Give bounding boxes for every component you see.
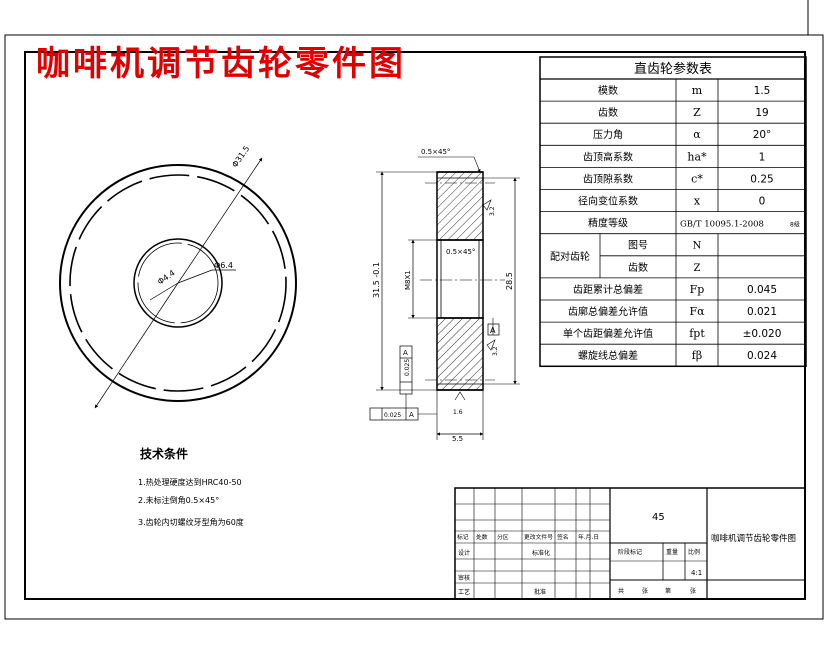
tech-conditions: 技术条件 1.热处理硬度达到HRC40-50 2.未标注倒角0.5×45° 3.… <box>138 446 244 527</box>
dim-outer-dia: Φ31.5 <box>230 144 251 169</box>
param-symbol: GB/T 10095.1-2008 <box>680 220 764 230</box>
tech-item-3: 3.齿轮内切螺纹牙型角为60度 <box>138 517 244 527</box>
mid-label-scale: 比例 <box>688 548 700 556</box>
roughness-a: 3.2 <box>489 206 496 216</box>
param-label: 齿顶隙系数 <box>583 172 633 185</box>
side-view: 31.5 -0.1 M8X1 28.5 5.5 0.5×45° 0.5×45° … <box>369 148 520 443</box>
param-symbol: Z <box>693 106 701 119</box>
dim-top-chamfer: 0.5×45° <box>421 148 450 156</box>
param-label: 配对齿轮 <box>550 250 590 263</box>
drawing-title: 咖啡机调节齿轮零件图 <box>36 44 406 84</box>
dim-inner-chamfer: 0.5×45° <box>446 248 475 256</box>
dim-face-width: 5.5 <box>452 435 463 443</box>
roughness-b: 3.2 <box>492 346 499 356</box>
thread-circle <box>137 242 219 324</box>
param-symbol: c* <box>691 172 703 185</box>
param-label: 压力角 <box>593 128 623 141</box>
sheet-no: 第 <box>665 587 671 595</box>
param-symbol: ha* <box>687 150 707 163</box>
param-value: 8级 <box>790 221 800 229</box>
left-label: 审核 <box>458 574 470 582</box>
param-label: 精度等级 <box>588 217 628 230</box>
roughness-c: 1.6 <box>453 409 463 416</box>
param-sub-symbol: Z <box>694 263 701 274</box>
inner-border <box>24 51 806 600</box>
param-sub-label: 图号 <box>628 240 648 252</box>
param-value: 1 <box>759 151 766 163</box>
tech-item-2: 2.未标注倒角0.5×45° <box>138 495 219 505</box>
perp-datum: A <box>409 411 414 419</box>
left-label: 工艺 <box>458 588 470 596</box>
runout-tolerance: 0.025 <box>404 359 411 376</box>
param-value: ±0.020 <box>743 328 782 340</box>
param-symbol: m <box>692 84 703 97</box>
param-sub-symbol: N <box>693 241 702 252</box>
dim-bore-dia: Φ6.4 <box>214 261 233 270</box>
header-label: 签名 <box>557 533 569 541</box>
param-symbol: Fα <box>689 305 705 318</box>
param-value: 0.045 <box>747 284 777 296</box>
param-label: 齿距累计总偏差 <box>573 283 643 296</box>
param-symbol: Fp <box>690 283 705 296</box>
param-sub-label: 齿数 <box>628 261 648 274</box>
header-label: 标记 <box>457 533 469 541</box>
left-label: 批准 <box>534 588 546 596</box>
header-label: 更改文件号 <box>524 533 553 541</box>
bore-circle <box>133 238 223 328</box>
param-symbol: x <box>694 195 701 208</box>
mid-label-weight: 重量 <box>666 548 678 556</box>
dim-bore: M8X1 <box>404 270 412 290</box>
addendum-circle <box>59 164 297 402</box>
dim-thread-dia: Φ4.4 <box>156 268 177 286</box>
sheet-unit-2: 张 <box>690 587 696 595</box>
param-symbol: α <box>693 128 701 141</box>
param-value: 1.5 <box>754 85 771 97</box>
param-table-heading: 直齿轮参数表 <box>634 61 712 77</box>
tech-heading: 技术条件 <box>140 446 188 461</box>
sheet-unit-1: 张 <box>642 587 648 595</box>
param-symbol: fβ <box>692 349 702 362</box>
runout-datum: A <box>403 349 408 357</box>
left-label: 标准化 <box>532 549 550 557</box>
scale-cell: 4:1 <box>691 569 702 577</box>
left-label: 设计 <box>458 549 470 557</box>
mid-label-stage: 阶段标记 <box>618 548 642 556</box>
param-symbol: fpt <box>689 327 705 340</box>
drawing-name-cell: 咖啡机调节齿轮零件图 <box>711 533 796 544</box>
parameter-table: 直齿轮参数表 m 1.5 模数 Z 19 齿数 α 20° 压力角 ha* 1 齿顶高系数 c* 0.25 齿… <box>539 56 807 368</box>
param-label: 单个齿距偏差允许值 <box>563 327 653 340</box>
tech-item-1: 1.热处理硬度达到HRC40-50 <box>138 477 242 487</box>
param-label: 齿数 <box>598 106 618 119</box>
param-value: 19 <box>755 107 768 119</box>
param-label: 模数 <box>598 84 618 97</box>
perp-tolerance: 0.025 <box>384 412 401 419</box>
pitch-circle <box>69 174 287 392</box>
outer-border <box>4 34 824 620</box>
param-label: 齿廓总偏差允许值 <box>568 305 648 318</box>
param-label: 径向变位系数 <box>578 195 638 208</box>
material-cell: 45 <box>652 512 665 523</box>
param-value: 0.021 <box>747 306 777 318</box>
header-label: 分区 <box>497 533 509 541</box>
sheet-total: 共 <box>618 587 624 595</box>
dim-mid-dia: 28.5 <box>505 272 514 290</box>
header-label: 年.月.日 <box>578 533 599 541</box>
header-label: 处数 <box>476 533 488 541</box>
param-value: 0 <box>759 196 766 208</box>
title-block: 标记处数 分区 更改文件号签名 年.月.日设计 标准化审核工艺 批准 45 咖啡机调节齿轮… <box>454 487 806 600</box>
param-label: 齿顶高系数 <box>583 150 633 163</box>
param-label: 螺旋线总偏差 <box>578 349 638 362</box>
param-value: 20° <box>753 129 772 141</box>
front-view: Φ31.5 Φ6.4 Φ4.4 <box>59 144 297 409</box>
param-value: 0.024 <box>747 350 777 362</box>
param-value: 0.25 <box>750 173 773 185</box>
dim-side-outer-dia: 31.5 -0.1 <box>372 262 381 298</box>
